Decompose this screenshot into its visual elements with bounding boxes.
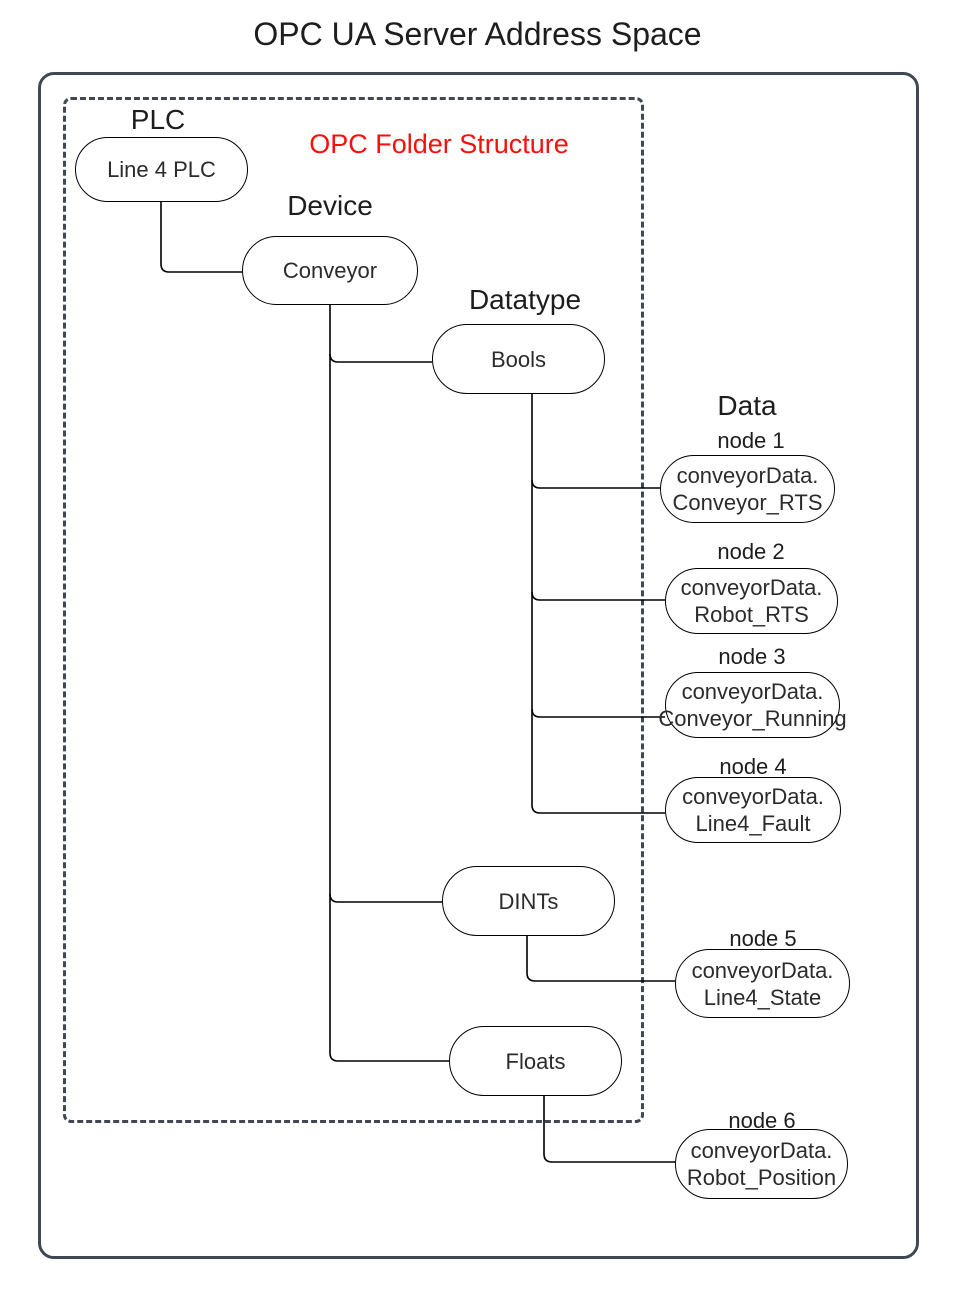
node-line4-plc-label: Line 4 PLC (107, 157, 216, 182)
node-line4-plc: Line 4 PLC (75, 137, 248, 202)
address-space-frame (38, 72, 919, 1259)
node-floats: Floats (449, 1026, 622, 1096)
data-node-2-line1: conveyorData. (680, 575, 823, 600)
caption-node-4: node 4 (719, 754, 787, 779)
caption-node-6: node 6 (728, 1108, 796, 1133)
node-bools: Bools (432, 324, 605, 394)
caption-node-1: node 1 (717, 428, 785, 453)
node-conveyor: Conveyor (242, 236, 418, 305)
data-node-2: conveyorData. Robot_RTS (665, 568, 838, 634)
node-dints-label: DINTs (498, 888, 559, 914)
caption-node-2: node 2 (717, 539, 785, 564)
level-label-device: Device (287, 190, 373, 221)
data-node-5-line2: Line4_State (703, 984, 822, 1010)
opc-folder-structure-annotation: OPC Folder Structure (309, 129, 569, 159)
node-conveyor-label: Conveyor (282, 258, 378, 283)
data-node-3-line1: conveyorData. (681, 679, 824, 704)
data-node-1: conveyorData. Conveyor_RTS (660, 455, 835, 523)
data-node-6-line1: conveyorData. (690, 1138, 833, 1163)
level-label-datatype: Datatype (468, 284, 582, 315)
caption-node-5: node 5 (729, 926, 797, 951)
node-bools-label: Bools (490, 346, 547, 372)
data-node-3-line2: Conveyor_Running (658, 706, 847, 731)
data-node-1-line1: conveyorData. (676, 463, 819, 488)
node-floats-label: Floats (505, 1048, 566, 1074)
data-node-5: conveyorData. Line4_State (675, 949, 850, 1018)
data-node-6: conveyorData. Robot_Position (675, 1129, 848, 1199)
data-node-3: conveyorData. Conveyor_Running (658, 672, 847, 738)
data-node-6-line2: Robot_Position (686, 1165, 837, 1190)
node-dints: DINTs (442, 866, 615, 936)
page-title: OPC UA Server Address Space (253, 16, 702, 52)
data-node-4: conveyorData. Line4_Fault (665, 777, 841, 843)
level-label-data: Data (717, 390, 777, 421)
data-node-1-line2: Conveyor_RTS (672, 490, 823, 515)
caption-node-3: node 3 (718, 644, 786, 669)
data-node-2-line2: Robot_RTS (694, 602, 809, 627)
data-node-5-line1: conveyorData. (691, 957, 834, 983)
data-node-4-line2: Line4_Fault (695, 811, 811, 836)
level-label-plc: PLC (130, 104, 186, 135)
data-node-4-line1: conveyorData. (682, 784, 824, 809)
